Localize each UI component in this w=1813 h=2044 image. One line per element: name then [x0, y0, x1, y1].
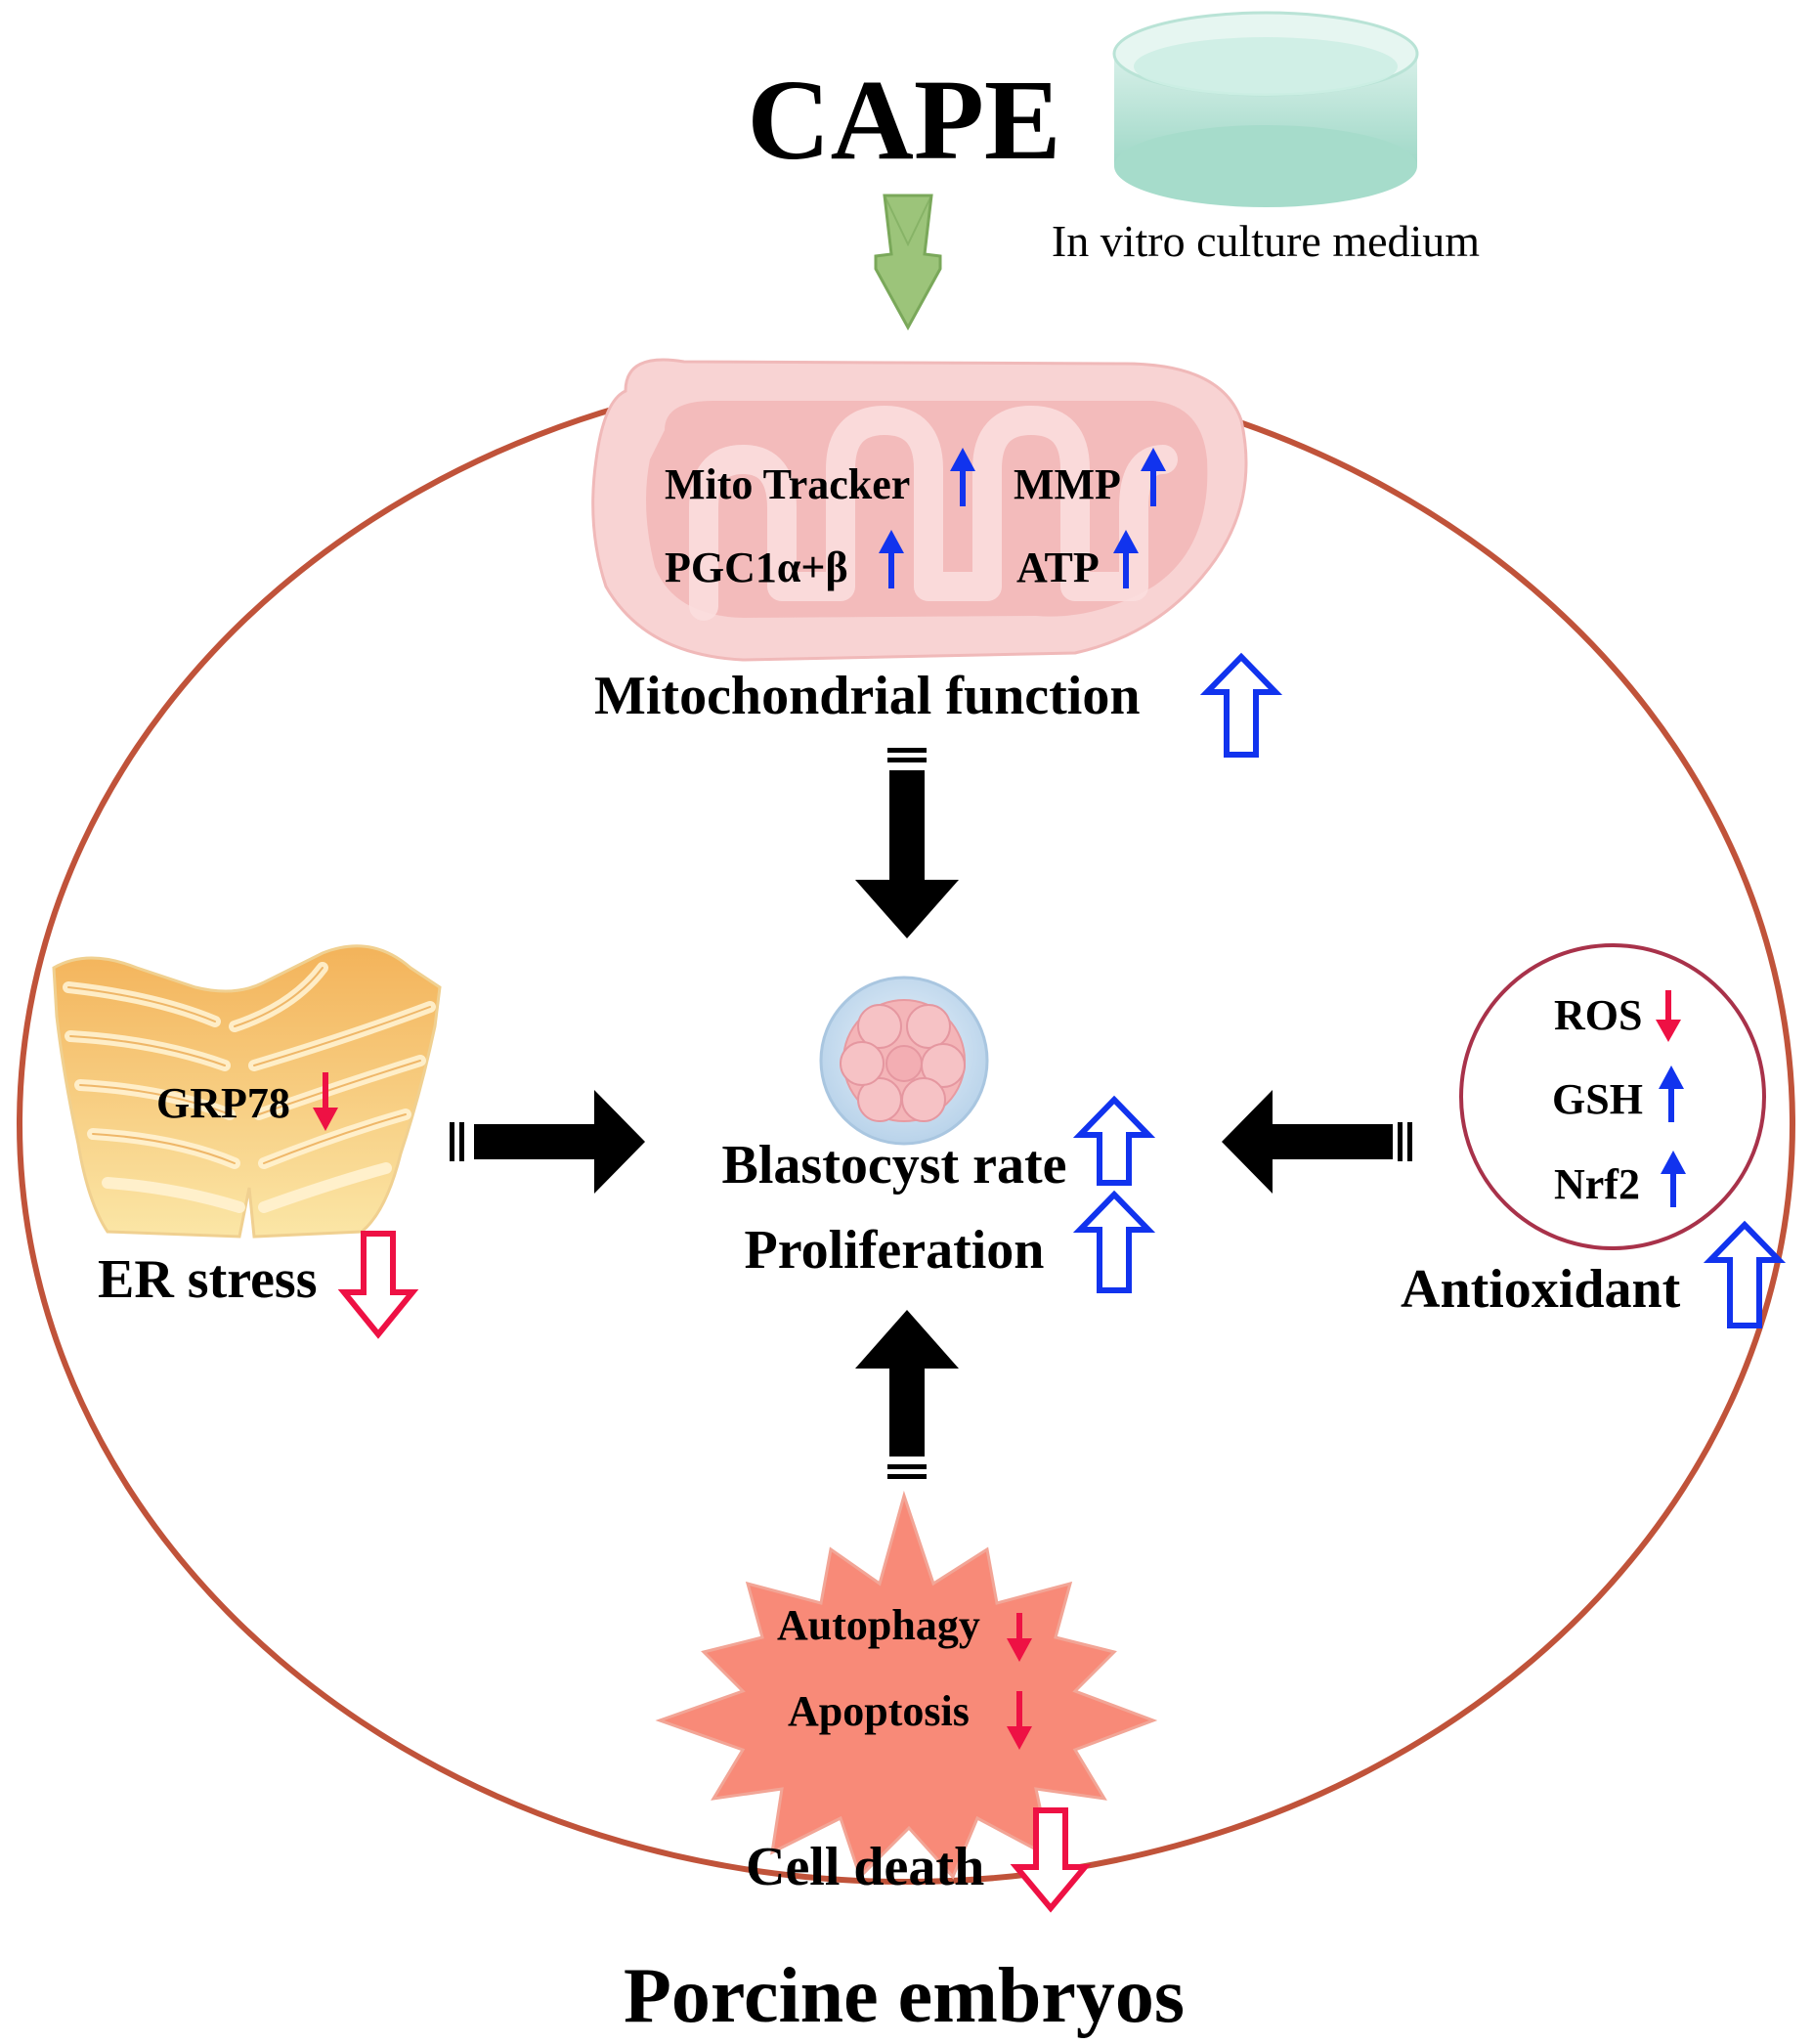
- arrow-up-mmp: [1141, 448, 1166, 506]
- petri-dish-icon: [1112, 11, 1419, 207]
- arrow-mito-to-embryo: [855, 748, 959, 938]
- marker-mmp: MMP: [1014, 460, 1121, 508]
- cell-death-outcome-label: Cell death: [746, 1837, 984, 1897]
- arrow-up-nrf2: [1661, 1151, 1686, 1207]
- cell-death-burst-icon: [655, 1490, 1158, 1880]
- blastocyst-icon: [819, 976, 989, 1146]
- arrow-up-gsh: [1659, 1065, 1684, 1122]
- treatment-arrow: [874, 194, 942, 331]
- marker-pgc1: PGC1α+β: [665, 544, 848, 591]
- arrow-up-pgc1: [879, 530, 904, 588]
- er-outcome-down-arrow: [337, 1231, 419, 1339]
- blastocyst-up-arrow: [1072, 1095, 1156, 1186]
- marker-nrf2: Nrf2: [1554, 1160, 1640, 1208]
- er-outcome-label: ER stress: [98, 1249, 318, 1310]
- marker-ros: ROS: [1554, 991, 1642, 1039]
- marker-apoptosis: Apoptosis: [788, 1687, 970, 1735]
- endoplasmic-reticulum-icon: [52, 944, 442, 1239]
- proliferation-up-arrow: [1072, 1190, 1156, 1293]
- mito-outcome-label: Mitochondrial function: [594, 666, 1140, 726]
- antioxidant-outcome-label: Antioxidant: [1401, 1259, 1681, 1320]
- arrow-down-autophagy: [1007, 1613, 1032, 1662]
- arrow-down-ros: [1656, 990, 1681, 1042]
- medium-label: In vitro culture medium: [1052, 216, 1480, 266]
- embryo-outcome-proliferation: Proliferation: [745, 1220, 1045, 1281]
- treatment-name: CAPE: [747, 56, 1060, 184]
- cell-death-outcome-down-arrow: [1010, 1807, 1092, 1913]
- antioxidant-outcome-up-arrow: [1703, 1220, 1787, 1328]
- arrow-down-apoptosis: [1007, 1691, 1032, 1750]
- footer-title: Porcine embryos: [624, 1953, 1185, 2039]
- marker-gsh: GSH: [1552, 1075, 1643, 1123]
- marker-mito-tracker: Mito Tracker: [665, 460, 910, 508]
- embryo-outcome-blastocyst: Blastocyst rate: [721, 1135, 1066, 1196]
- arrow-up-atp: [1113, 530, 1139, 588]
- arrow-down-grp78: [313, 1072, 338, 1131]
- arrow-celldeath-to-embryo: [855, 1310, 959, 1479]
- arrow-up-mito-tracker: [950, 448, 975, 506]
- marker-autophagy: Autophagy: [777, 1601, 980, 1649]
- marker-atp: ATP: [1016, 544, 1100, 591]
- mitochondrion-icon: [591, 358, 1248, 662]
- mito-outcome-up-arrow: [1199, 652, 1283, 758]
- arrow-antioxidant-to-embryo: [1222, 1090, 1412, 1194]
- marker-grp78: GRP78: [156, 1079, 290, 1127]
- antioxidant-circle: [1459, 943, 1766, 1250]
- arrow-er-to-embryo: [450, 1090, 645, 1194]
